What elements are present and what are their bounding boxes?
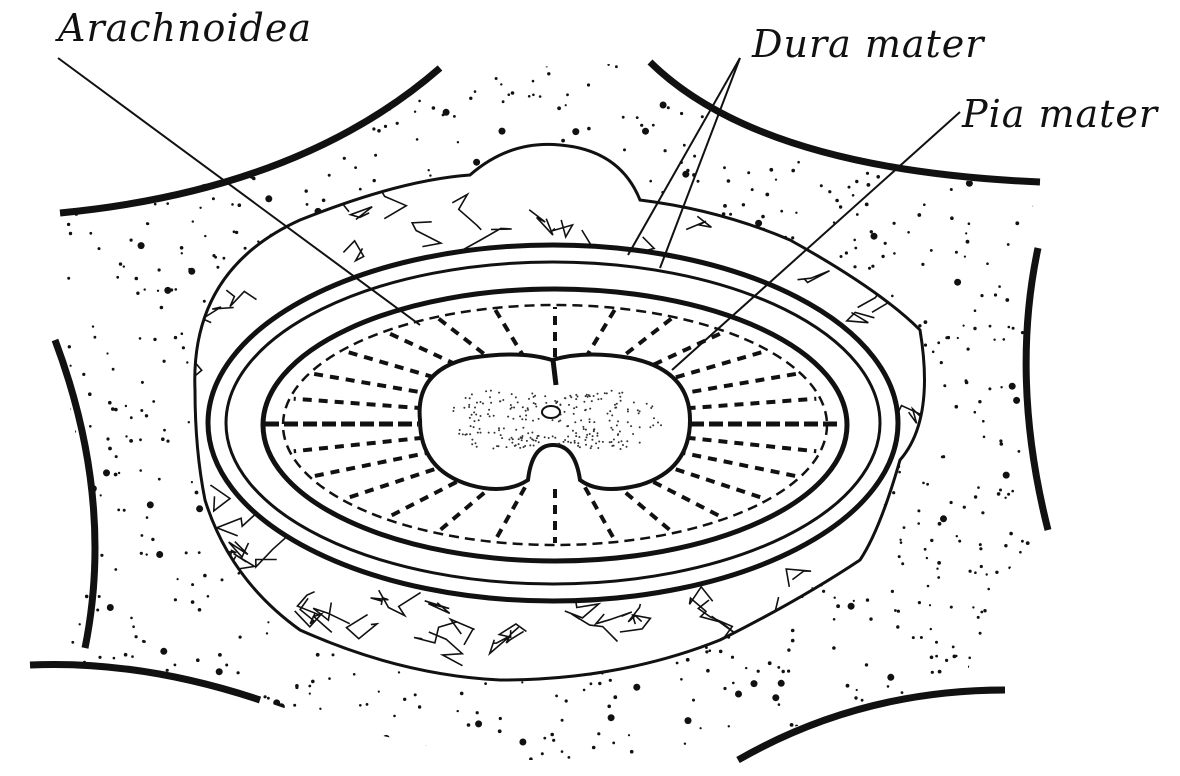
spinal-cord-gray-matter-stipple	[452, 389, 662, 450]
spinal-cord-pia-mater	[417, 352, 693, 491]
label-dura-mater: Dura mater	[752, 22, 985, 66]
bone-arc-bottom-right	[736, 686, 1006, 764]
label-pia-mater: Pia mater	[962, 92, 1159, 136]
label-arachnoidea: Arachnoidea	[58, 6, 312, 50]
bone-arc-top-left	[59, 65, 443, 217]
central-canal	[541, 405, 561, 419]
bone-arc-left	[51, 338, 99, 649]
leader-line-dura-inner	[659, 57, 741, 269]
leader-line-arachnoidea	[57, 57, 421, 326]
anterior-median-fissure	[550, 359, 559, 386]
bone-arc-top-right	[647, 59, 1041, 186]
leader-line-pia	[671, 111, 961, 371]
leader-line-dura-outer	[627, 57, 741, 256]
bone-arc-right	[1022, 247, 1052, 531]
bone-arc-bottom-left	[29, 660, 262, 704]
